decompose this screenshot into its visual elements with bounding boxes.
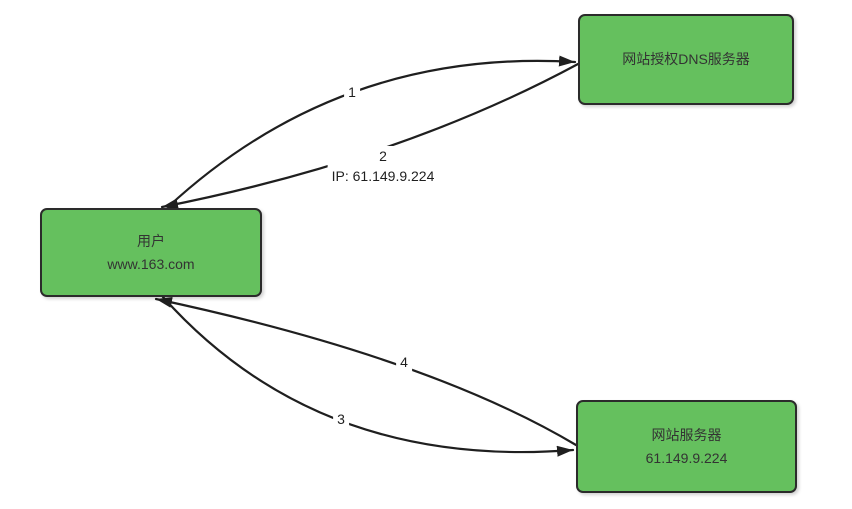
node-user-domain: www.163.com [107, 255, 195, 272]
node-user-label: 用户 [137, 232, 165, 249]
node-dns-server: 网站授权DNS服务器 [578, 14, 794, 105]
node-web-server-label: 网站服务器 [651, 426, 722, 443]
edge-label-step3: 3 [333, 409, 349, 429]
edge-step3-http-request [161, 295, 575, 457]
node-dns-server-label: 网站授权DNS服务器 [622, 51, 750, 67]
edge-label-step4: 4 [396, 352, 412, 372]
node-user: 用户 www.163.com [40, 208, 262, 297]
edge-label-step2-ip: IP: 61.149.9.224 [331, 168, 435, 184]
node-web-server: 网站服务器 61.149.9.224 [576, 400, 797, 493]
edge-label-step2-number: 2 [379, 148, 387, 164]
node-web-server-ip: 61.149.9.224 [645, 449, 728, 466]
edge-label-step1: 1 [344, 82, 360, 102]
edge-label-step2: 2 IP: 61.149.9.224 [327, 146, 439, 186]
edge-step4-http-response [154, 296, 578, 447]
